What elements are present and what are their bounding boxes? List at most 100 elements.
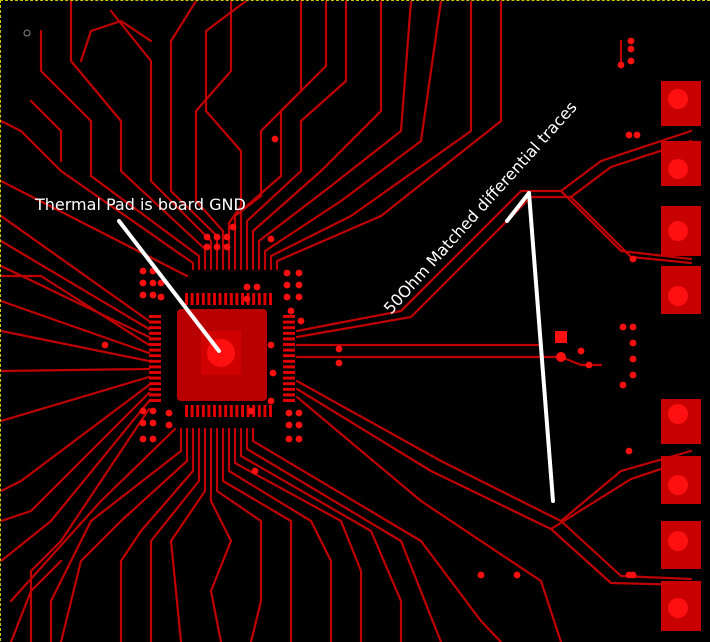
via [213, 233, 221, 241]
qfn-pin-left [149, 382, 161, 386]
via [271, 135, 279, 143]
via [223, 243, 231, 251]
qfn-pin-top [190, 293, 194, 305]
via [101, 341, 109, 349]
qfn-pin-right [283, 343, 295, 346]
qfn-pin-bottom [207, 405, 211, 417]
via [297, 317, 305, 325]
via [619, 381, 627, 389]
qfn-pin-left [149, 343, 161, 346]
qfn-pin-bottom [185, 405, 188, 417]
qfn-pin-bottom [218, 405, 222, 417]
via [295, 269, 303, 277]
via [287, 307, 295, 315]
via [283, 293, 291, 301]
via [139, 419, 147, 427]
via [139, 435, 147, 443]
qfn-pin-left [149, 315, 161, 318]
qfn-pin-left [149, 399, 161, 402]
via [285, 409, 293, 417]
qfn-pin-top [196, 293, 200, 305]
via [203, 233, 211, 241]
via [629, 355, 637, 363]
qfn-pin-right [283, 371, 295, 374]
qfn-pin-bottom [229, 405, 233, 417]
via [295, 281, 303, 289]
via [157, 293, 165, 301]
via [149, 279, 157, 287]
trace-group-bottom [9, 427, 503, 642]
qfn-pin-right [283, 365, 295, 369]
qfn-pin-right [283, 331, 295, 335]
via [477, 571, 485, 579]
trace-group-left [1, 214, 151, 642]
via [149, 435, 157, 443]
qfn-pin-left [149, 354, 161, 358]
via [627, 45, 635, 53]
via [633, 131, 641, 139]
via [157, 279, 165, 287]
via [139, 279, 147, 287]
qfn-pin-right [283, 376, 295, 380]
qfn-pin-left [149, 365, 161, 369]
via [203, 243, 211, 251]
via [139, 291, 147, 299]
qfn-pin-left [149, 376, 161, 380]
connector-pin-8 [668, 598, 688, 618]
qfn-pin-top [207, 293, 211, 305]
qfn-pin-top [201, 293, 205, 305]
qfn-pin-right [283, 320, 295, 324]
qfn-pin-right [283, 399, 295, 402]
via [247, 407, 255, 415]
qfn-pin-right [283, 354, 295, 358]
via [617, 61, 625, 69]
via [295, 409, 303, 417]
differential-trace-group [295, 39, 693, 642]
qfn-pin-left [149, 331, 161, 335]
via [223, 233, 231, 241]
via [165, 421, 173, 429]
qfn-pin-right [283, 359, 295, 363]
qfn-pin-left [149, 387, 161, 391]
qfn-pin-right [283, 382, 295, 386]
qfn-pin-bottom [213, 405, 216, 417]
qfn-pin-top [235, 293, 239, 305]
qfn-pin-top [224, 293, 228, 305]
via [513, 571, 521, 579]
qfn-pin-bottom [241, 405, 244, 417]
qfn-pin-left [149, 348, 161, 352]
via [629, 371, 637, 379]
qfn-pin-top [218, 293, 222, 305]
connector-pin-2 [668, 159, 688, 179]
qfn-pin-top [213, 293, 216, 305]
qfn-ic-package [177, 309, 267, 401]
qfn-pin-left [149, 337, 161, 341]
qfn-pin-left [149, 326, 161, 330]
trace-group-top [1, 1, 503, 278]
qfn-pin-bottom [190, 405, 194, 417]
diff-traces-pointer-long [527, 191, 555, 503]
qfn-pin-top [269, 293, 272, 305]
connector-pin-5 [668, 404, 688, 424]
qfn-pin-right [283, 326, 295, 330]
qfn-pin-bottom [263, 405, 267, 417]
via [243, 295, 251, 303]
via [625, 571, 633, 579]
qfn-pin-bottom [196, 405, 200, 417]
qfn-pin-right [283, 315, 295, 318]
via [149, 407, 157, 415]
qfn-pin-left [149, 320, 161, 324]
qfn-pin-top [263, 293, 267, 305]
via [251, 467, 259, 475]
edge-connector [661, 81, 701, 631]
qfn-pin-left [149, 393, 161, 397]
via-group [101, 37, 641, 579]
qfn-pin-bottom [235, 405, 239, 417]
via [149, 419, 157, 427]
test-point-round [556, 352, 566, 362]
qfn-pin-top [229, 293, 233, 305]
via [267, 341, 275, 349]
via [619, 323, 627, 331]
